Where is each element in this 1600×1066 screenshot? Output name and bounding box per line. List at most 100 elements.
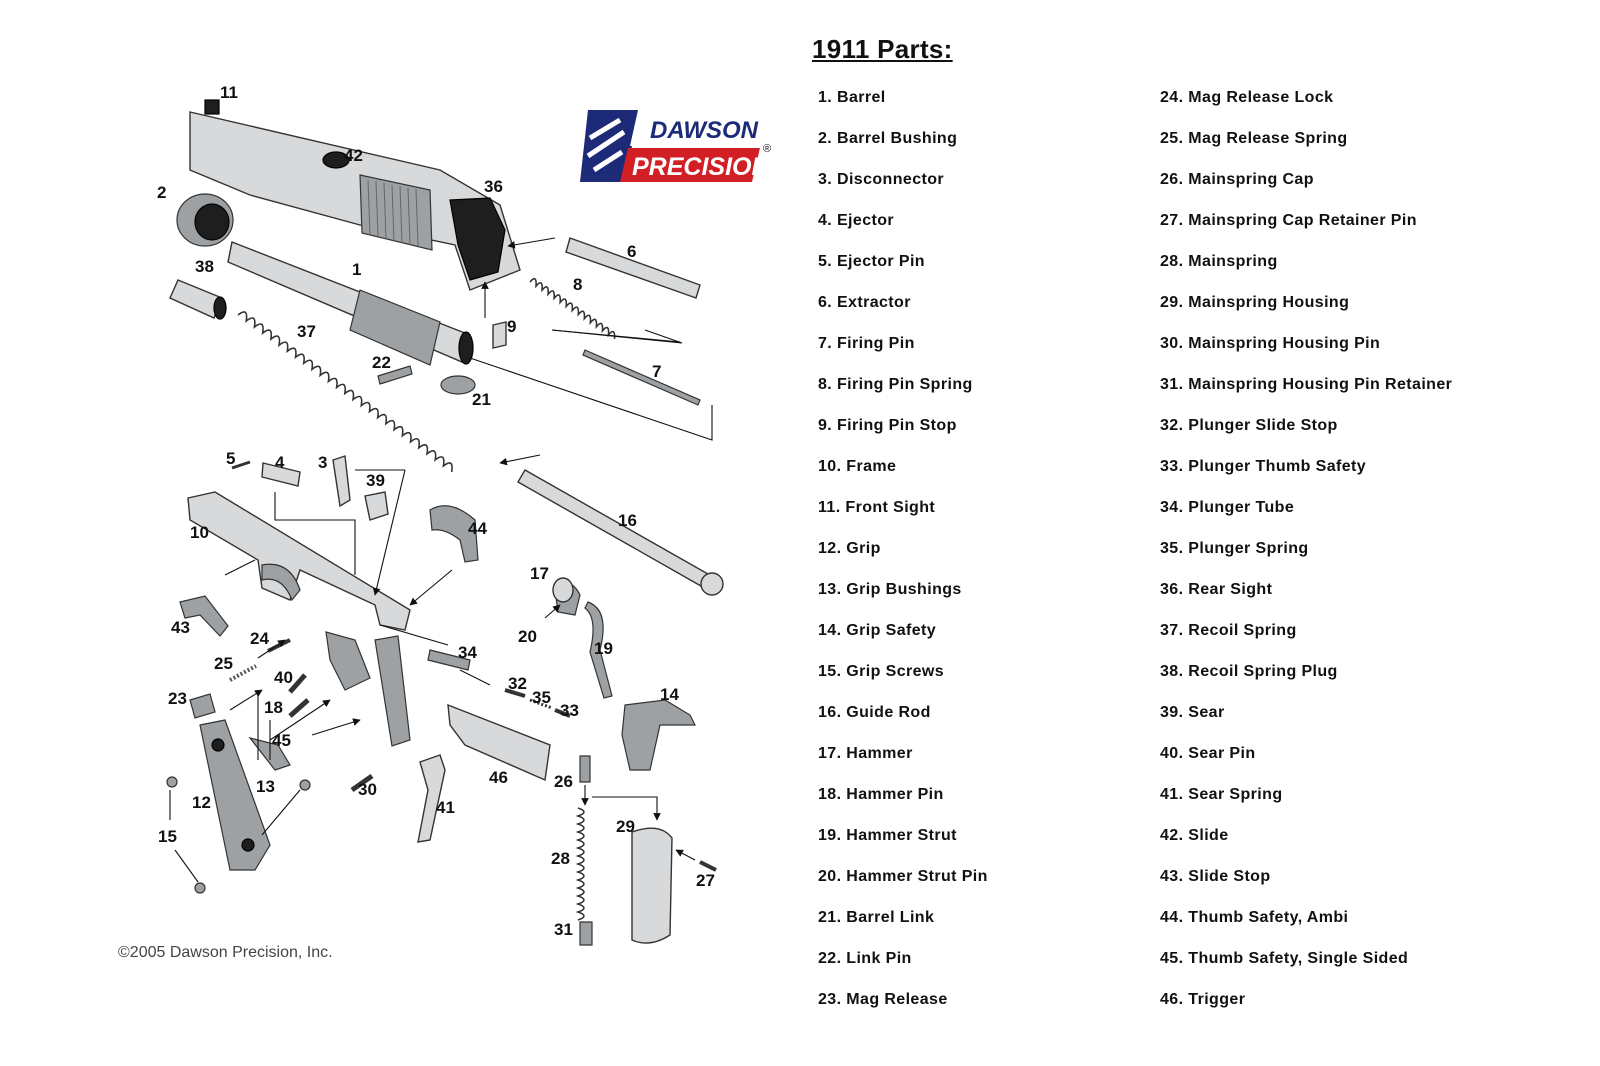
grip-part: [199, 719, 271, 871]
parts-list-item: 31. Mainspring Housing Pin Retainer: [1160, 376, 1453, 393]
mainspring-housing-pin-part: [350, 773, 374, 793]
hammer-strut-part: [584, 601, 613, 699]
mag-release-part: [189, 693, 216, 719]
parts-list-item: 14. Grip Safety: [818, 622, 937, 639]
parts-list-item: 44. Thumb Safety, Ambi: [1160, 909, 1349, 926]
slide-stop-part: [179, 595, 229, 637]
callout-12: 12: [192, 793, 211, 812]
parts-list-item: 34. Plunger Tube: [1160, 499, 1295, 516]
slide-part: [189, 111, 521, 291]
logo-line1: DAWSON: [650, 117, 759, 144]
parts-list-item: 21. Barrel Link: [818, 909, 935, 926]
parts-list-item: 23. Mag Release: [818, 991, 948, 1008]
callout-5: 5: [226, 449, 235, 468]
firing-pin-part: [582, 349, 701, 406]
parts-list-item: 29. Mainspring Housing: [1160, 294, 1350, 311]
callout-8: 8: [573, 275, 582, 294]
ejector-part: [261, 462, 301, 487]
parts-list-item: 7. Firing Pin: [818, 335, 915, 352]
parts-list-item: 36. Rear Sight: [1160, 581, 1273, 598]
logo-line2: PRECISION: [632, 153, 770, 181]
callout-2: 2: [157, 183, 166, 202]
parts-list-item: 4. Ejector: [818, 212, 895, 229]
parts-list-item: 41. Sear Spring: [1160, 786, 1283, 803]
callout-33: 33: [560, 701, 579, 720]
barrel-bushing-part: [176, 193, 234, 247]
callout-46: 46: [489, 768, 508, 787]
callout-44: 44: [468, 519, 487, 538]
parts-list-left: 1. Barrel 2. Barrel Bushing 3. Disconnecto…: [818, 89, 988, 1032]
callout-43: 43: [171, 618, 190, 637]
callout-7: 7: [652, 362, 661, 381]
guide-rod-part: [517, 469, 724, 596]
parts-list-item: 20. Hammer Strut Pin: [818, 868, 988, 885]
mainspring-part: [575, 807, 585, 921]
parts-list-item: 22. Link Pin: [818, 950, 912, 967]
callout-25: 25: [214, 654, 233, 673]
callout-31: 31: [554, 920, 573, 939]
callout-6: 6: [627, 242, 636, 261]
parts-list-item: 19. Hammer Strut: [818, 827, 957, 844]
parts-list-item: 12. Grip: [818, 540, 881, 557]
parts-list-item: 16. Guide Rod: [818, 704, 931, 721]
callout-38: 38: [195, 257, 214, 276]
leader-lines: [169, 237, 713, 883]
extractor-part: [565, 237, 701, 299]
callout-16: 16: [618, 511, 637, 530]
mainspring-cap-retainer-pin-part: [699, 860, 717, 872]
parts-list-item: 25. Mag Release Spring: [1160, 130, 1348, 147]
sear-part: [364, 491, 389, 521]
parts-list-item: 2. Barrel Bushing: [818, 130, 958, 147]
callout-41: 41: [436, 798, 455, 817]
parts-list-item: 37. Recoil Spring: [1160, 622, 1297, 639]
parts-list-item: 10. Frame: [818, 458, 897, 475]
parts-list-item: 46. Trigger: [1160, 991, 1246, 1008]
grip-screw-upper-part: [166, 776, 178, 788]
hammer-strut-pin-part: [552, 577, 574, 603]
ejector-pin-part: [231, 460, 251, 470]
mainspring-housing-part: [631, 827, 673, 944]
callout-9: 9: [507, 317, 516, 336]
callout-27: 27: [696, 871, 715, 890]
callout-26: 26: [554, 772, 573, 791]
recoil-spring-part: [237, 311, 453, 473]
parts-list-item: 35. Plunger Spring: [1160, 540, 1309, 557]
parts-list-item: 32. Plunger Slide Stop: [1160, 417, 1338, 434]
grip-screw-lower-part: [194, 882, 206, 894]
callout-13: 13: [256, 777, 275, 796]
hammer-pin-part: [288, 698, 310, 718]
parts-list-item: 30. Mainspring Housing Pin: [1160, 335, 1381, 352]
callout-45: 45: [272, 731, 291, 750]
trigger-part: [447, 703, 551, 782]
disconnector-part: [332, 455, 351, 508]
link-pin-part: [377, 365, 413, 385]
parts-list-item: 17. Hammer: [818, 745, 913, 762]
parts-list-item: 1. Barrel: [818, 89, 886, 106]
mainspring-cap-part: [579, 755, 591, 783]
plunger-slide-stop-part: [504, 688, 526, 698]
plunger-thumb-safety-part: [554, 708, 571, 718]
callout-39: 39: [366, 471, 385, 490]
sear-pin-part: [288, 673, 307, 694]
parts-list-item: 43. Slide Stop: [1160, 868, 1271, 885]
thumb-safety-ambi-part: [429, 505, 479, 563]
parts-list-item: 3. Disconnector: [818, 171, 945, 188]
parts-list-item: 28. Mainspring: [1160, 253, 1278, 270]
parts-list-title: 1911 Parts:: [812, 34, 953, 64]
rear-sight-part: [449, 197, 506, 281]
barrel-part: [227, 241, 474, 366]
parts-list-item: 24. Mag Release Lock: [1160, 89, 1334, 106]
grip-safety-part: [621, 699, 696, 771]
plunger-tube-part: [427, 649, 471, 671]
parts-list-item: 42. Slide: [1160, 827, 1229, 844]
callout-3: 3: [318, 453, 327, 472]
parts-list-item: 9. Firing Pin Stop: [818, 417, 957, 434]
callout-28: 28: [551, 849, 570, 868]
parts-list-item: 5. Ejector Pin: [818, 253, 925, 270]
callout-18: 18: [264, 698, 283, 717]
parts-list-item: 11. Front Sight: [818, 499, 936, 516]
callout-40: 40: [274, 668, 293, 687]
parts-list-item: 15. Grip Screws: [818, 663, 945, 680]
callouts: 1 2 3 4 5 6 7 8 9 10 11 12 13 14 15 16 1…: [157, 83, 715, 939]
barrel-link-part: [440, 375, 476, 395]
